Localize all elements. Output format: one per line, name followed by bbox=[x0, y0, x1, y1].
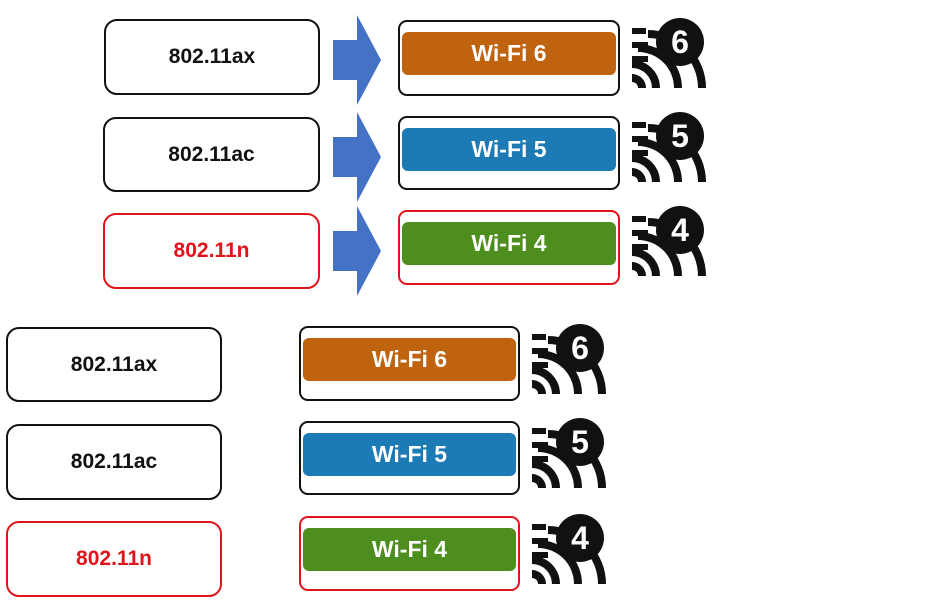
brand-fill-wifi-6: Wi-Fi 6 bbox=[303, 338, 516, 381]
brand-fill-wifi-6: Wi-Fi 6 bbox=[402, 32, 616, 75]
standard-label: 802.11ax bbox=[168, 45, 256, 68]
brand-box-wifi-5: Wi-Fi 5 bbox=[299, 421, 520, 495]
standard-box-802-11ax: 802.11ax bbox=[104, 19, 320, 95]
brand-box-wifi-6: Wi-Fi 6 bbox=[299, 326, 520, 401]
standard-box-802-11ax: 802.11ax bbox=[6, 327, 222, 402]
standard-label: 802.11n bbox=[173, 239, 250, 262]
brand-box-wifi-4: Wi-Fi 4 bbox=[398, 210, 620, 285]
brand-box-wifi-5: Wi-Fi 5 bbox=[398, 116, 620, 190]
wifi-5-logo-icon: 5 bbox=[532, 418, 606, 488]
brand-fill-wifi-4: Wi-Fi 4 bbox=[402, 222, 616, 265]
brand-label: Wi-Fi 4 bbox=[471, 230, 547, 256]
standard-label: 802.11ac bbox=[168, 142, 255, 166]
svg-text:5: 5 bbox=[571, 424, 589, 460]
svg-text:6: 6 bbox=[571, 330, 589, 366]
standard-box-802-11ac: 802.11ac bbox=[103, 117, 320, 192]
svg-text:4: 4 bbox=[571, 520, 589, 556]
svg-text:6: 6 bbox=[671, 24, 689, 60]
brand-label: Wi-Fi 5 bbox=[371, 441, 448, 467]
brand-box-wifi-6: Wi-Fi 6 bbox=[398, 20, 620, 96]
wifi-6-logo-icon: 6 bbox=[632, 18, 706, 88]
brand-label: Wi-Fi 5 bbox=[471, 136, 547, 162]
brand-fill-wifi-4: Wi-Fi 4 bbox=[303, 528, 516, 571]
standard-box-802-11n: 802.11n bbox=[6, 521, 222, 597]
wifi-4-logo-icon: 4 bbox=[532, 514, 606, 584]
arrow-right-icon bbox=[333, 15, 381, 105]
standard-box-802-11ac: 802.11ac bbox=[6, 424, 222, 500]
wifi-6-logo-icon: 6 bbox=[532, 324, 606, 394]
brand-label: Wi-Fi 4 bbox=[371, 536, 448, 562]
brand-fill-wifi-5: Wi-Fi 5 bbox=[402, 128, 616, 171]
wifi-5-logo-icon: 5 bbox=[632, 112, 706, 182]
svg-text:4: 4 bbox=[671, 212, 689, 248]
brand-label: Wi-Fi 6 bbox=[371, 346, 448, 372]
brand-box-wifi-4: Wi-Fi 4 bbox=[299, 516, 520, 591]
standard-label: 802.11ax bbox=[70, 352, 158, 376]
brand-label: Wi-Fi 6 bbox=[471, 40, 547, 66]
arrow-right-icon bbox=[333, 206, 381, 296]
standard-box-802-11n: 802.11n bbox=[103, 213, 320, 289]
arrow-right-icon bbox=[333, 112, 381, 202]
standard-label: 802.11n bbox=[76, 547, 152, 570]
brand-fill-wifi-5: Wi-Fi 5 bbox=[303, 433, 516, 476]
svg-text:5: 5 bbox=[671, 118, 689, 154]
standard-label: 802.11ac bbox=[70, 450, 158, 473]
wifi-4-logo-icon: 4 bbox=[632, 206, 706, 276]
